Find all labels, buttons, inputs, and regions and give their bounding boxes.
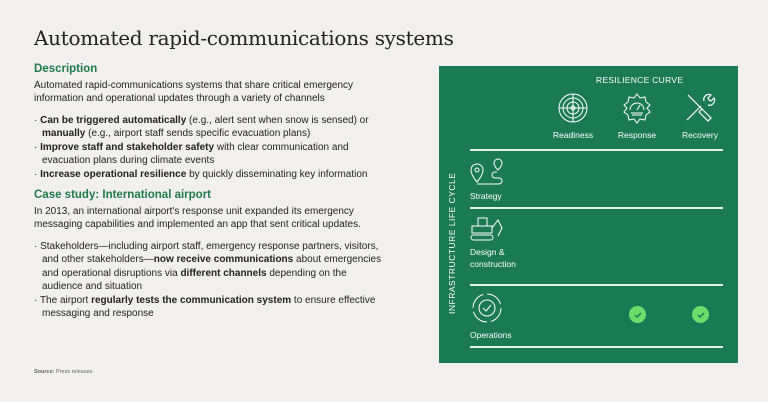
list-item: The airport regularly tests the communic… bbox=[34, 294, 384, 321]
column-label: Recovery bbox=[682, 130, 718, 140]
checkmark-icon bbox=[696, 311, 705, 318]
column-response: Response bbox=[607, 92, 667, 140]
bold-text: Increase operational resilience bbox=[40, 168, 187, 180]
text: by quickly disseminating key information bbox=[186, 168, 368, 180]
row-strategy: Strategy bbox=[470, 158, 504, 202]
row-operations: Operations bbox=[470, 291, 512, 341]
bold-text: Can be triggered automatically bbox=[40, 114, 187, 126]
check-operations-recovery bbox=[692, 306, 709, 323]
header-text: RESILIENCE CURVE bbox=[596, 75, 684, 85]
divider bbox=[470, 284, 723, 286]
description-bullets: Can be triggered automatically (e.g., al… bbox=[34, 114, 384, 182]
divider bbox=[470, 149, 723, 151]
radar-target-icon bbox=[558, 93, 588, 123]
text: (e.g., alert sent when snow is sensed) o… bbox=[186, 114, 369, 126]
page-title: Automated rapid-communications systems bbox=[34, 26, 454, 50]
text: depending on the audience and situation bbox=[42, 267, 347, 293]
cycle-check-icon bbox=[472, 293, 502, 323]
text: to ensure effective messaging and respon… bbox=[42, 294, 376, 320]
case-study-heading: Case study: International airport bbox=[34, 189, 212, 201]
list-item: Improve staff and stakeholder safety wit… bbox=[34, 141, 384, 168]
source-text: Press releases. bbox=[54, 369, 94, 375]
case-study-bullets: Stakeholders—including airport staff, em… bbox=[34, 240, 384, 321]
list-item: Can be triggered automatically (e.g., al… bbox=[34, 114, 384, 141]
text: The airport bbox=[39, 294, 92, 306]
tools-icon bbox=[686, 93, 716, 122]
description-text: Automated rapid-communications systems t… bbox=[34, 79, 354, 105]
divider bbox=[470, 207, 723, 209]
checkmark-icon bbox=[633, 311, 642, 318]
left-column: Description Automated rapid-communicatio… bbox=[34, 63, 384, 329]
row-design-construction: Design & construction bbox=[470, 216, 540, 270]
text: Stakeholders—including airport staff, em… bbox=[40, 240, 379, 266]
bold-text: now receive communications bbox=[153, 254, 294, 265]
bold-text: Improve staff and stakeholder safety bbox=[40, 141, 215, 153]
column-label: Response bbox=[617, 130, 657, 140]
excavator-icon bbox=[470, 217, 503, 241]
resilience-panel: RESILIENCE CURVE INFRASTRUCTURE LIFE CYC… bbox=[439, 66, 738, 363]
list-item: Stakeholders—including airport staff, em… bbox=[34, 240, 384, 294]
text: about emergencies and operational disrup… bbox=[42, 254, 382, 279]
bold-text: regularly tests the communication system bbox=[91, 294, 292, 306]
check-operations-response bbox=[629, 306, 646, 323]
row-label: Strategy bbox=[470, 191, 502, 201]
description-heading: Description bbox=[34, 63, 98, 75]
route-pin-icon bbox=[470, 158, 503, 185]
text: with clear communication and evacuation … bbox=[42, 141, 349, 167]
source-label: Source: bbox=[34, 369, 55, 375]
life-cycle-axis-label: INFRASTRUCTURE LIFE CYCLE bbox=[447, 172, 457, 314]
row-label: Operations bbox=[470, 330, 512, 340]
text: (e.g., airport staff sends specific evac… bbox=[85, 128, 311, 139]
column-recovery: Recovery bbox=[670, 92, 730, 140]
gear-gauge-icon bbox=[623, 93, 651, 124]
bold-text: different channels bbox=[180, 267, 267, 279]
source-note: Source: Press releases. bbox=[34, 369, 94, 375]
bold-text: manually bbox=[42, 128, 86, 139]
divider bbox=[470, 346, 723, 348]
case-study-text: In 2013, an international airport's resp… bbox=[34, 205, 361, 231]
list-item: Increase operational resilience by quick… bbox=[34, 168, 384, 182]
column-label: Readiness bbox=[552, 130, 594, 140]
column-readiness: Readiness bbox=[543, 92, 603, 140]
row-label: Design & construction bbox=[470, 247, 516, 269]
